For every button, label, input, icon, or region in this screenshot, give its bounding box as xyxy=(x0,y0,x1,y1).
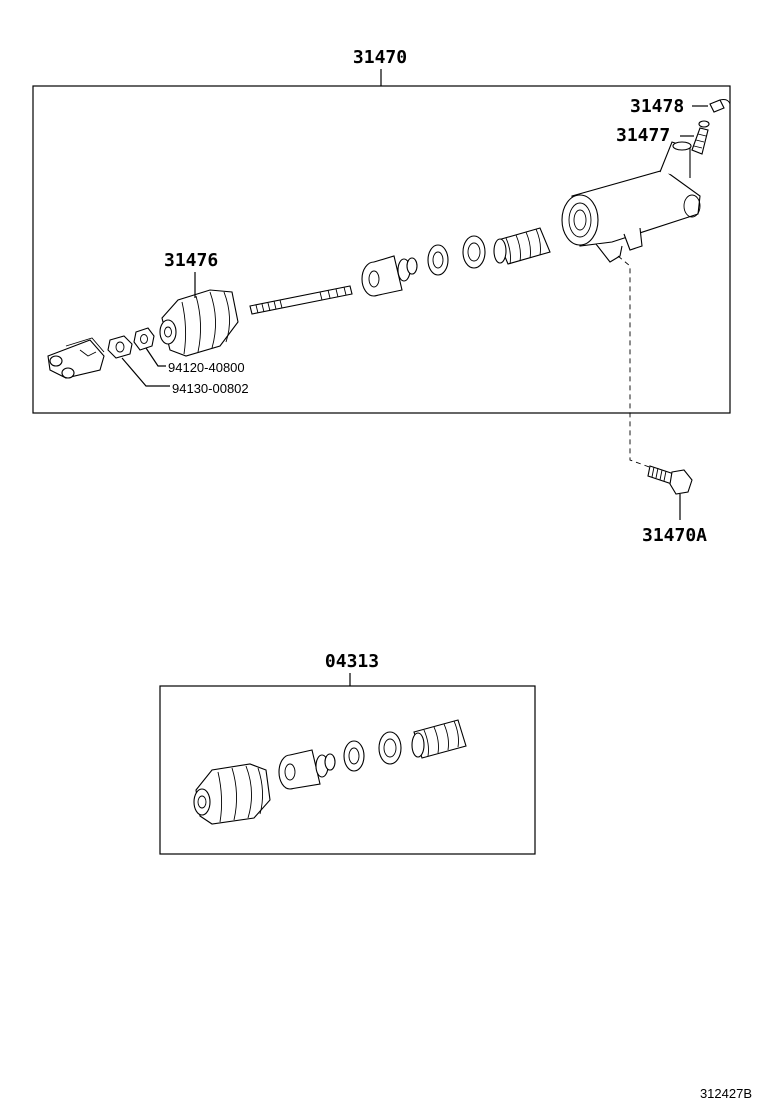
kit-inner-boot[interactable] xyxy=(411,719,467,759)
leader-94130 xyxy=(121,357,170,387)
leader-94120 xyxy=(145,347,166,367)
nut-94120[interactable] xyxy=(133,327,155,351)
cylinder-body[interactable] xyxy=(561,141,701,263)
cup-ring-2[interactable] xyxy=(462,235,486,269)
figure-code: 312427B xyxy=(700,1086,752,1101)
bolt-31470a[interactable] xyxy=(647,465,693,495)
inner-boot-spring[interactable] xyxy=(493,227,551,265)
assembly-group: 31470 xyxy=(32,47,731,414)
label-31476[interactable]: 31476 xyxy=(164,250,218,271)
push-rod[interactable] xyxy=(249,285,353,315)
clevis-yoke[interactable] xyxy=(47,337,105,379)
kit-piston[interactable] xyxy=(278,749,336,790)
nut-94130[interactable] xyxy=(107,335,133,359)
assembly-label[interactable]: 31470 xyxy=(353,47,407,68)
kit-ring-2[interactable] xyxy=(378,731,402,765)
label-94120[interactable]: 94120-40800 xyxy=(168,360,245,375)
cup-ring-1[interactable] xyxy=(427,244,449,276)
label-31470a[interactable]: 31470A xyxy=(642,525,707,546)
repair-kit-frame xyxy=(159,685,536,855)
piston[interactable] xyxy=(361,255,418,297)
repair-kit-label[interactable]: 04313 xyxy=(325,651,379,672)
bleeder-31477[interactable] xyxy=(691,120,710,155)
bolt-mount-dashed-line xyxy=(617,255,653,469)
assembly-frame xyxy=(32,85,731,414)
kit-boot[interactable] xyxy=(193,763,271,825)
label-31478[interactable]: 31478 xyxy=(630,96,684,117)
boot-31476[interactable] xyxy=(159,289,239,357)
repair-kit-group: 04313 xyxy=(159,651,536,855)
cap-31478[interactable] xyxy=(709,99,731,113)
kit-ring-1[interactable] xyxy=(343,740,365,772)
label-31477[interactable]: 31477 xyxy=(616,125,670,146)
label-94130[interactable]: 94130-00802 xyxy=(172,381,249,396)
